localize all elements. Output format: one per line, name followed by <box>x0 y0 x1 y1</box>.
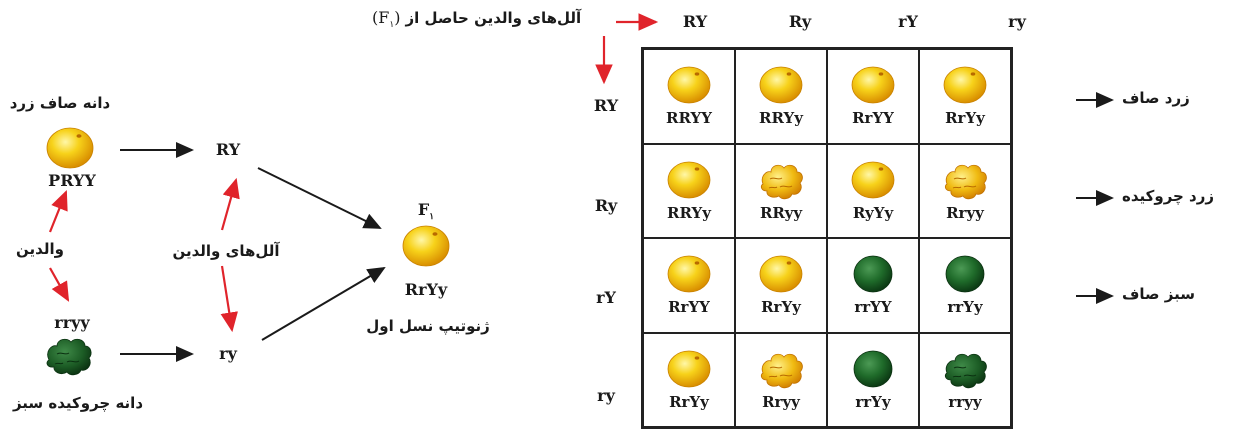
col-header-2: Ry <box>788 12 812 31</box>
yellow-round-pea-icon <box>46 127 94 169</box>
col-header-1: RY <box>682 12 708 31</box>
yellow-round-pea-icon <box>759 66 803 104</box>
f1-label: F۱ <box>417 200 435 223</box>
parent2-title: دانه چروکیده سبز <box>12 394 144 412</box>
cell-genotype: Rryy <box>762 392 800 411</box>
phenotype-label-2: زرد چروکیده <box>1122 187 1215 205</box>
yellow-round-pea-icon <box>851 66 895 104</box>
punnett-cell: RRyy <box>735 143 827 238</box>
punnett-cell: RrYy <box>643 332 735 427</box>
parent1-genotype: PRYY <box>48 171 96 190</box>
cell-genotype: RrYY <box>852 109 894 128</box>
punnett-cell: RRYy <box>643 143 735 238</box>
punnett-cell: Rryy <box>735 332 827 427</box>
punnett-cell: rryy <box>919 332 1011 427</box>
green-wrinkled-pea-icon <box>46 338 92 376</box>
yellow-round-pea-icon <box>667 255 711 293</box>
punnett-header-caption: آلل‌های والدین حاصل از (F۱) <box>372 8 582 31</box>
cell-genotype: RrYy <box>669 392 709 411</box>
green-round-pea-icon <box>853 350 893 388</box>
row-header-4: ry <box>597 386 615 405</box>
row-header-2: Ry <box>594 196 618 215</box>
green-round-pea-icon <box>853 255 893 293</box>
f1-caption: ژنوتیپ نسل اول <box>366 317 490 335</box>
gamete-ry-lower: ry <box>219 344 237 363</box>
yellow-wrinkled-pea-icon <box>760 353 803 388</box>
yellow-round-pea-icon <box>667 350 711 388</box>
cell-genotype: Rryy <box>946 203 984 222</box>
yellow-round-pea-icon <box>759 255 803 293</box>
yellow-round-pea-icon <box>943 66 987 104</box>
row-header-3: rY <box>596 288 616 307</box>
f1-genotype: RrYy <box>404 280 448 299</box>
punnett-cell: rrYy <box>827 332 919 427</box>
cell-genotype: RrYy <box>945 109 985 128</box>
cell-genotype: RrYy <box>761 298 801 317</box>
cell-genotype: rrYY <box>854 298 892 317</box>
gametes-label: آلل‌های والدین <box>172 242 280 260</box>
row-header-1: RY <box>593 96 619 115</box>
punnett-cell: RRYY <box>643 49 735 144</box>
punnett-cell: RyYy <box>827 143 919 238</box>
cell-genotype: rrYy <box>947 298 983 317</box>
yellow-round-pea-icon <box>667 66 711 104</box>
cell-genotype: RRyy <box>759 203 803 222</box>
red-arrow-parents-up <box>48 189 68 233</box>
arrow-ry-to-f1 <box>257 167 382 229</box>
cell-genotype: RRYY <box>666 109 712 128</box>
f1-yellow-round-pea-icon <box>402 225 450 267</box>
punnett-cell: rrYy <box>919 238 1011 333</box>
phenotype-label-1: زرد صاف <box>1122 89 1190 107</box>
green-wrinkled-pea-icon <box>944 353 987 388</box>
red-arrow-gametes-up <box>220 177 240 231</box>
yellow-wrinkled-pea-icon <box>944 164 987 199</box>
cell-genotype: RRYy <box>667 203 711 222</box>
yellow-round-pea-icon <box>851 161 895 199</box>
yellow-round-pea-icon <box>667 161 711 199</box>
green-round-pea-icon <box>945 255 985 293</box>
red-arrow-gametes-down <box>220 265 238 333</box>
parent1-title: دانه صاف زرد <box>9 94 111 112</box>
punnett-cell: RrYY <box>643 238 735 333</box>
gamete-ry-upper: RY <box>215 140 241 159</box>
punnett-cell: Rryy <box>919 143 1011 238</box>
cell-genotype: rrYy <box>855 392 891 411</box>
punnett-cell: RrYy <box>735 238 827 333</box>
yellow-wrinkled-pea-icon <box>760 164 803 199</box>
cell-genotype: rryy <box>948 392 982 411</box>
parent2-genotype: rryy <box>54 313 90 332</box>
red-arrow-parents-down <box>49 267 70 302</box>
phenotype-label-3: سبز صاف <box>1122 285 1195 303</box>
cell-genotype: RyYy <box>852 203 894 222</box>
arrow-ry2-to-f1 <box>261 266 386 341</box>
cell-genotype: RrYY <box>668 298 710 317</box>
col-header-4: ry <box>1008 12 1026 31</box>
parents-label: والدین <box>16 240 64 258</box>
punnett-cell: rrYY <box>827 238 919 333</box>
cell-genotype: RRYy <box>759 109 803 128</box>
punnett-cell: RRYy <box>735 49 827 144</box>
col-header-3: rY <box>898 12 918 31</box>
punnett-cell: RrYy <box>919 49 1011 144</box>
punnett-cell: RrYY <box>827 49 919 144</box>
